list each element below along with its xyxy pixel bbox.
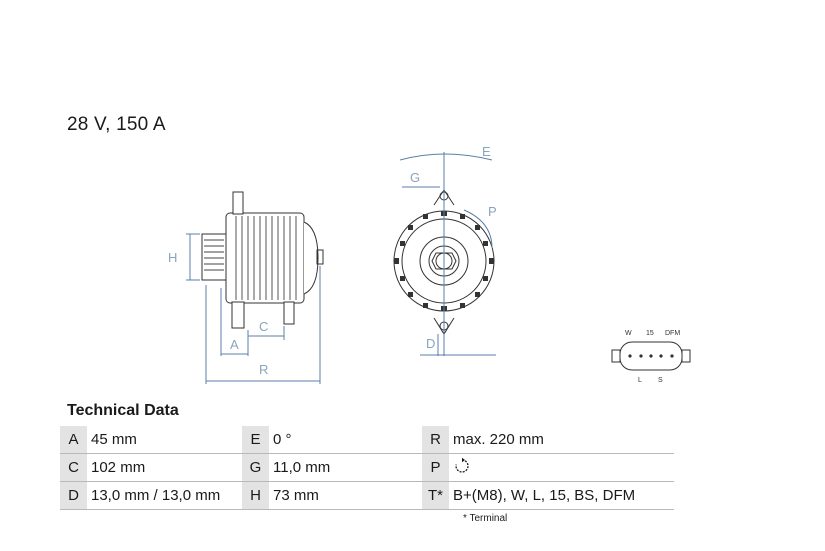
- technical-data-title: Technical Data: [67, 402, 179, 419]
- dim-label-c: C: [259, 319, 268, 334]
- dim-label-e: E: [482, 144, 491, 159]
- dim-label-p: P: [488, 204, 497, 219]
- table-row: A 45 mm E 0 ° R max. 220 mm: [60, 426, 674, 454]
- technical-data-table: A 45 mm E 0 ° R max. 220 mm C 102 mm G 1…: [60, 426, 674, 510]
- spec-value: max. 220 mm: [449, 426, 674, 454]
- spec-key: R: [422, 426, 449, 454]
- terminal-footnote: * Terminal: [463, 513, 508, 524]
- spec-key: A: [60, 426, 87, 454]
- rotation-clockwise-icon: [453, 457, 471, 479]
- spec-value: 11,0 mm: [269, 453, 422, 482]
- spec-key: H: [242, 481, 269, 510]
- terminal-label-dfm: DFM: [665, 330, 680, 337]
- spec-key: P: [422, 453, 449, 482]
- terminal-label-s: S: [658, 377, 663, 384]
- alternator-technical-drawing: H A C R: [168, 144, 691, 384]
- dim-label-h: H: [168, 250, 177, 265]
- spec-value-rotation: [449, 453, 674, 482]
- dim-label-g: G: [410, 170, 420, 185]
- spec-key: C: [60, 453, 87, 482]
- spec-key: D: [60, 481, 87, 510]
- connector-diagram: [611, 341, 691, 371]
- dim-label-d: D: [426, 336, 435, 351]
- front-view: [393, 152, 496, 356]
- product-rating-heading: 28 V, 150 A: [67, 114, 166, 135]
- dim-label-a: A: [230, 337, 239, 352]
- spec-key: T*: [422, 481, 449, 510]
- spec-value: 73 mm: [269, 481, 422, 510]
- terminal-label-w: W: [625, 330, 632, 337]
- spec-value: 13,0 mm / 13,0 mm: [87, 481, 242, 510]
- side-view: [186, 191, 324, 384]
- table-row: D 13,0 mm / 13,0 mm H 73 mm T* B+(M8), W…: [60, 481, 674, 510]
- spec-value: 45 mm: [87, 426, 242, 454]
- terminal-label-15: 15: [646, 330, 654, 337]
- spec-value: 0 °: [269, 426, 422, 454]
- table-row: C 102 mm G 11,0 mm P: [60, 453, 674, 482]
- spec-key: E: [242, 426, 269, 454]
- spec-value: 102 mm: [87, 453, 242, 482]
- spec-value: B+(M8), W, L, 15, BS, DFM: [449, 481, 674, 510]
- terminal-label-l: L: [638, 377, 642, 384]
- spec-key: G: [242, 453, 269, 482]
- dim-label-r: R: [259, 362, 268, 377]
